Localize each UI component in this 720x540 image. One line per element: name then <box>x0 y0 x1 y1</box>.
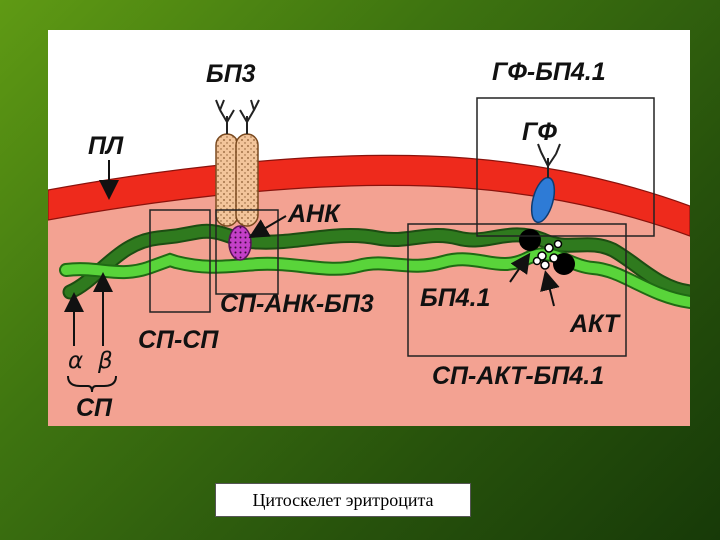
glycophorin <box>530 143 561 224</box>
band3-protein <box>215 99 260 227</box>
label-sp-akt-bp41: СП-АКТ-БП4.1 <box>432 362 604 390</box>
diagram-panel: БП3 ГФ-БП4.1 ПЛ ГФ АНК СП-АНК-БП3 БП4.1 … <box>48 30 690 426</box>
box-sp-sp <box>149 209 211 313</box>
label-gf-bp41: ГФ-БП4.1 <box>492 58 606 86</box>
label-gf: ГФ <box>522 118 557 146</box>
label-akt: АКТ <box>569 310 622 338</box>
label-sp-sp: СП-СП <box>138 326 219 354</box>
box-sp-ank-bp3 <box>215 209 279 295</box>
label-pl: ПЛ <box>88 132 124 160</box>
brace-sp <box>67 375 117 393</box>
arrow-ank <box>248 215 287 239</box>
caption-box: Цитоскелет эритроцита <box>215 483 471 517</box>
plasma-membrane <box>48 154 690 237</box>
label-beta: β <box>97 348 113 374</box>
arrow-akt <box>540 270 560 307</box>
label-sp-ank-bp3: СП-АНК-БП3 <box>220 290 374 318</box>
label-bp41: БП4.1 <box>420 284 490 312</box>
actin-band41-complex <box>519 229 575 275</box>
label-alpha: α <box>68 348 83 374</box>
ankyrin <box>228 225 252 261</box>
caption-text: Цитоскелет эритроцита <box>252 489 434 510</box>
label-ank: АНК <box>287 200 341 228</box>
arrow-bp41 <box>509 252 531 283</box>
box-sp-akt-bp41 <box>407 223 627 357</box>
label-sp: СП <box>76 394 113 422</box>
erythrocyte-diagram: БП3 ГФ-БП4.1 ПЛ ГФ АНК СП-АНК-БП3 БП4.1 … <box>48 58 690 426</box>
label-bp3: БП3 <box>206 60 256 88</box>
box-gf-bp41 <box>476 97 655 237</box>
